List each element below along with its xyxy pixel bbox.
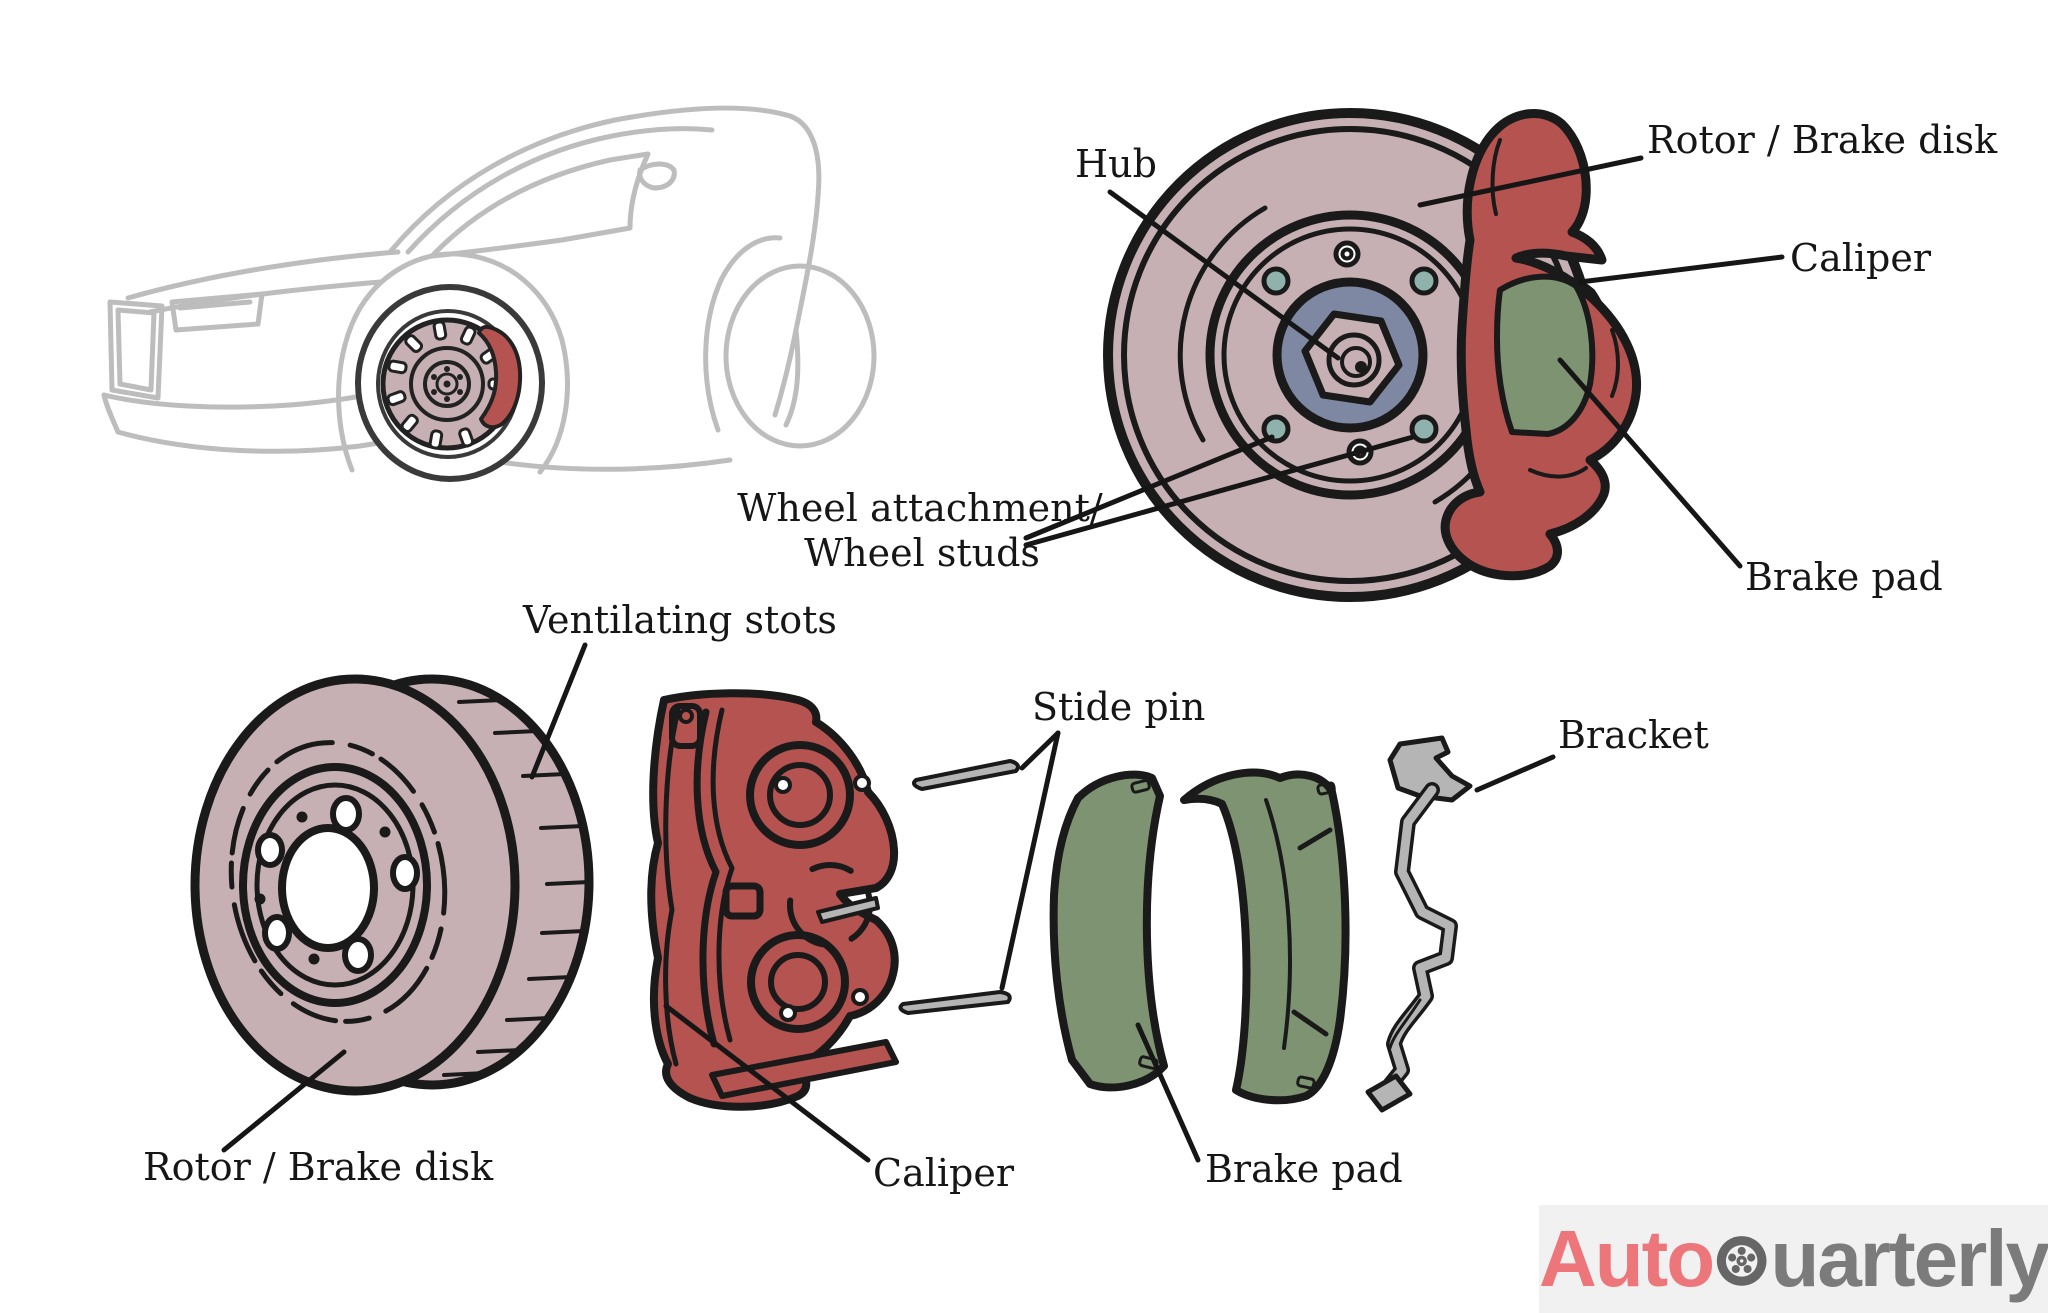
brake-pad-assembled-front [1494,273,1596,437]
leader-brake-pad-bottom [1135,1022,1201,1163]
label-wheel-attachment-line2: Wheel studs [804,531,1040,575]
label-rotor-bottom: Rotor / Brake disk [143,1145,494,1189]
leader-wheel-stud-2 [1023,434,1416,548]
leader-slide-pin-2 [999,730,1061,991]
caliper-exploded [647,689,899,1111]
label-ventilating-slots: Ventilating stots [522,598,837,642]
slide-pin-bottom [898,990,1012,1015]
label-brake-pad-bottom: Brake pad [1205,1147,1403,1191]
label-caliper-bottom: Caliper [873,1151,1015,1195]
caliper-guide-pin [816,896,880,924]
bracket-part [1365,735,1473,1113]
label-rotor-top: Rotor / Brake disk [1647,118,1998,162]
autoquarterly-logo: Auto uarterly [1539,1205,2048,1313]
slide-pin-top [912,759,1020,791]
leader-wheel-stud-1 [1023,434,1275,541]
car-caliper [477,324,523,430]
car-sketch [101,105,877,482]
wheel-icon [1717,1236,1767,1286]
wheel-studs [1261,266,1439,444]
leader-rotor-bottom [221,1049,347,1153]
label-brake-pad-top: Brake pad [1745,555,1943,599]
leader-lines [221,155,1785,1163]
assembled-brake-view [1103,108,1642,602]
rotor-exploded [190,674,594,1096]
hub-assembled [1272,277,1428,433]
ventilation-slots [442,698,591,1077]
leader-hub [1107,189,1341,361]
car-highlighted-brake [355,284,545,482]
leader-bracket [1474,754,1556,793]
lug-holes [255,795,420,974]
label-slide-pin: Stide pin [1032,685,1205,729]
logo-text-auto: Auto [1539,1214,1715,1303]
leader-brake-pad-top [1557,357,1743,569]
text-labels: Hub Rotor / Brake disk Caliper Wheel att… [143,118,1998,1195]
leader-rotor-top [1417,155,1644,208]
brake-pads-exploded [1049,768,1350,1105]
label-caliper-top: Caliper [1790,236,1932,280]
slide-pins [898,759,1020,1015]
label-bracket: Bracket [1558,713,1709,757]
brake-pad-right [1180,768,1350,1105]
leader-ventilating-slots [529,642,588,780]
logo-text-uarterly: uarterly [1770,1214,2048,1303]
label-hub: Hub [1075,142,1157,186]
label-wheel-attachment-line1: Wheel attachment/ [737,486,1103,530]
brake-pad-left [1049,770,1168,1092]
leader-caliper-bottom [663,1003,871,1163]
leader-slide-pin-1 [1019,730,1061,771]
leader-caliper-top [1577,254,1785,285]
